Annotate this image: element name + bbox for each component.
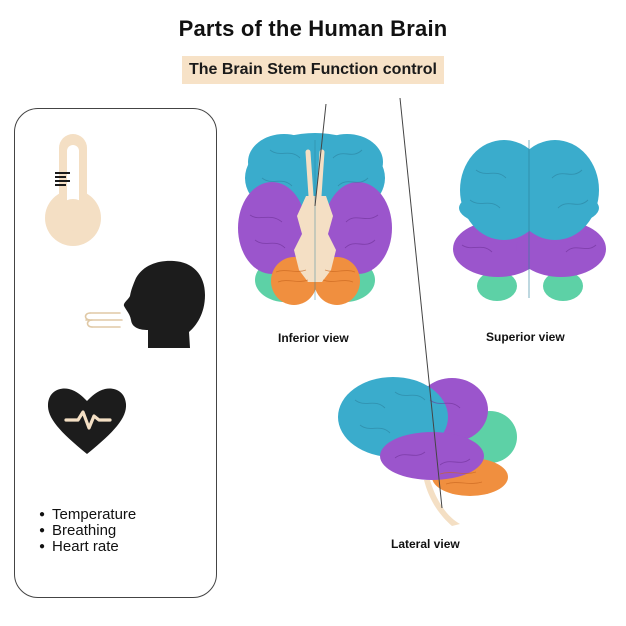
subtitle-banner: The Brain Stem Function control — [181, 56, 444, 84]
function-item-heart-rate: Heart rate — [39, 539, 136, 555]
superior-view-label: Superior view — [486, 330, 565, 344]
functions-list: Temperature Breathing Heart rate — [39, 507, 136, 555]
pointer-lines — [314, 97, 443, 509]
breathing-head-icon — [84, 260, 205, 348]
function-item-temperature: Temperature — [39, 507, 136, 523]
inferior-view-label: Inferior view — [278, 331, 349, 345]
lateral-view-label: Lateral view — [391, 537, 460, 551]
brain-lateral-view — [338, 377, 517, 526]
heart-pulse-icon — [47, 388, 127, 454]
thermometer-icon — [45, 134, 101, 246]
brain-superior-view — [453, 140, 606, 301]
brain-inferior-view — [238, 133, 392, 305]
page-title: Parts of the Human Brain — [178, 16, 448, 41]
function-item-breathing: Breathing — [39, 523, 136, 539]
functions-panel: Temperature Breathing Heart rate — [14, 108, 217, 598]
